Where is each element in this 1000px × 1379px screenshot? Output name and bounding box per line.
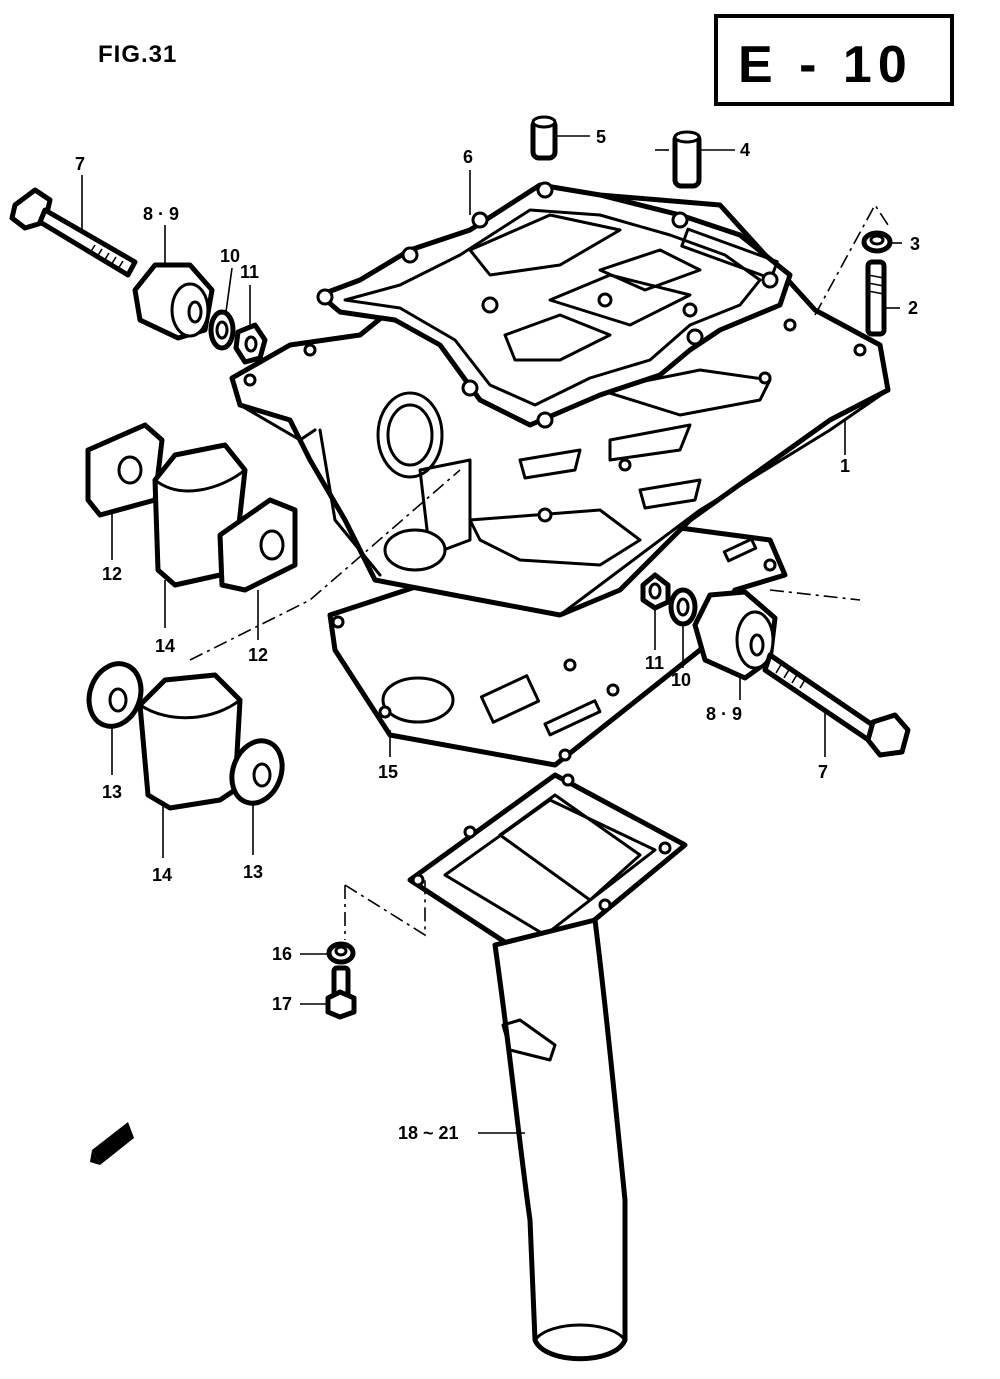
callout-10-bottom: 10 xyxy=(671,670,691,690)
assembly-guide-lines xyxy=(189,149,889,940)
callout-11-bottom: 11 xyxy=(645,653,664,673)
callout-10-top: 10 xyxy=(220,246,240,266)
rubber-mount-part-8-9-lower xyxy=(692,589,778,681)
washer-part-10-lower xyxy=(668,587,698,627)
mount-bolt-part-7-upper xyxy=(9,187,138,278)
rubber-mount-part-8-9-upper xyxy=(132,262,215,341)
callout-13-right: 13 xyxy=(243,862,263,882)
callout-3: 3 xyxy=(910,234,920,254)
rubber-pad-part-14-lower xyxy=(137,672,243,811)
callout-7-bottom: 7 xyxy=(818,762,828,782)
pipe-part-18-21 xyxy=(407,772,688,1362)
top-gasket-part-6 xyxy=(316,181,793,429)
callout-2: 2 xyxy=(908,298,918,318)
section-code-box: E - 10 xyxy=(714,14,954,106)
dowel-pin-part-5 xyxy=(530,115,558,161)
callout-18-21: 18 ~ 21 xyxy=(398,1123,459,1143)
callout-11-top: 11 xyxy=(240,262,259,282)
washer-part-16 xyxy=(326,941,356,965)
callout-7-top: 7 xyxy=(75,154,85,174)
callout-4: 4 xyxy=(740,140,750,160)
callout-14-top: 14 xyxy=(155,636,175,656)
callout-15: 15 xyxy=(378,762,398,782)
callout-labels: 1 2 3 4 5 6 7 7 8 · 9 8 · 9 10 10 11 11 … xyxy=(75,127,920,1143)
callout-12-left: 12 xyxy=(102,564,122,584)
front-direction-arrow-icon xyxy=(90,1122,134,1165)
callout-8-9-top: 8 · 9 xyxy=(143,204,179,224)
callout-14-bottom: 14 xyxy=(152,865,172,885)
callout-16: 16 xyxy=(272,944,292,964)
section-code-label: E - 10 xyxy=(738,36,913,94)
bolt-part-17 xyxy=(325,965,357,1020)
washer-part-13-right xyxy=(229,738,285,806)
leader-lines xyxy=(81,135,902,1134)
callout-17: 17 xyxy=(272,994,292,1014)
figure-title: FIG.31 xyxy=(98,41,177,68)
nut-part-11-upper xyxy=(233,322,268,365)
mount-plate-part-12-left xyxy=(85,422,165,518)
washer-part-3 xyxy=(861,230,893,254)
callout-5: 5 xyxy=(596,127,606,147)
mount-bolt-part-7-lower xyxy=(762,652,911,758)
washer-part-10-upper xyxy=(208,309,236,351)
callout-12-right: 12 xyxy=(248,645,268,665)
callout-6: 6 xyxy=(463,147,473,167)
mount-plate-part-12-right xyxy=(217,497,298,593)
callout-8-9-bottom: 8 · 9 xyxy=(706,704,742,724)
nut-part-11-lower xyxy=(640,572,671,611)
callout-1: 1 xyxy=(840,456,850,476)
dowel-pin-part-4 xyxy=(672,130,702,189)
callout-13-left: 13 xyxy=(102,782,122,802)
bolt-part-2 xyxy=(865,259,887,337)
